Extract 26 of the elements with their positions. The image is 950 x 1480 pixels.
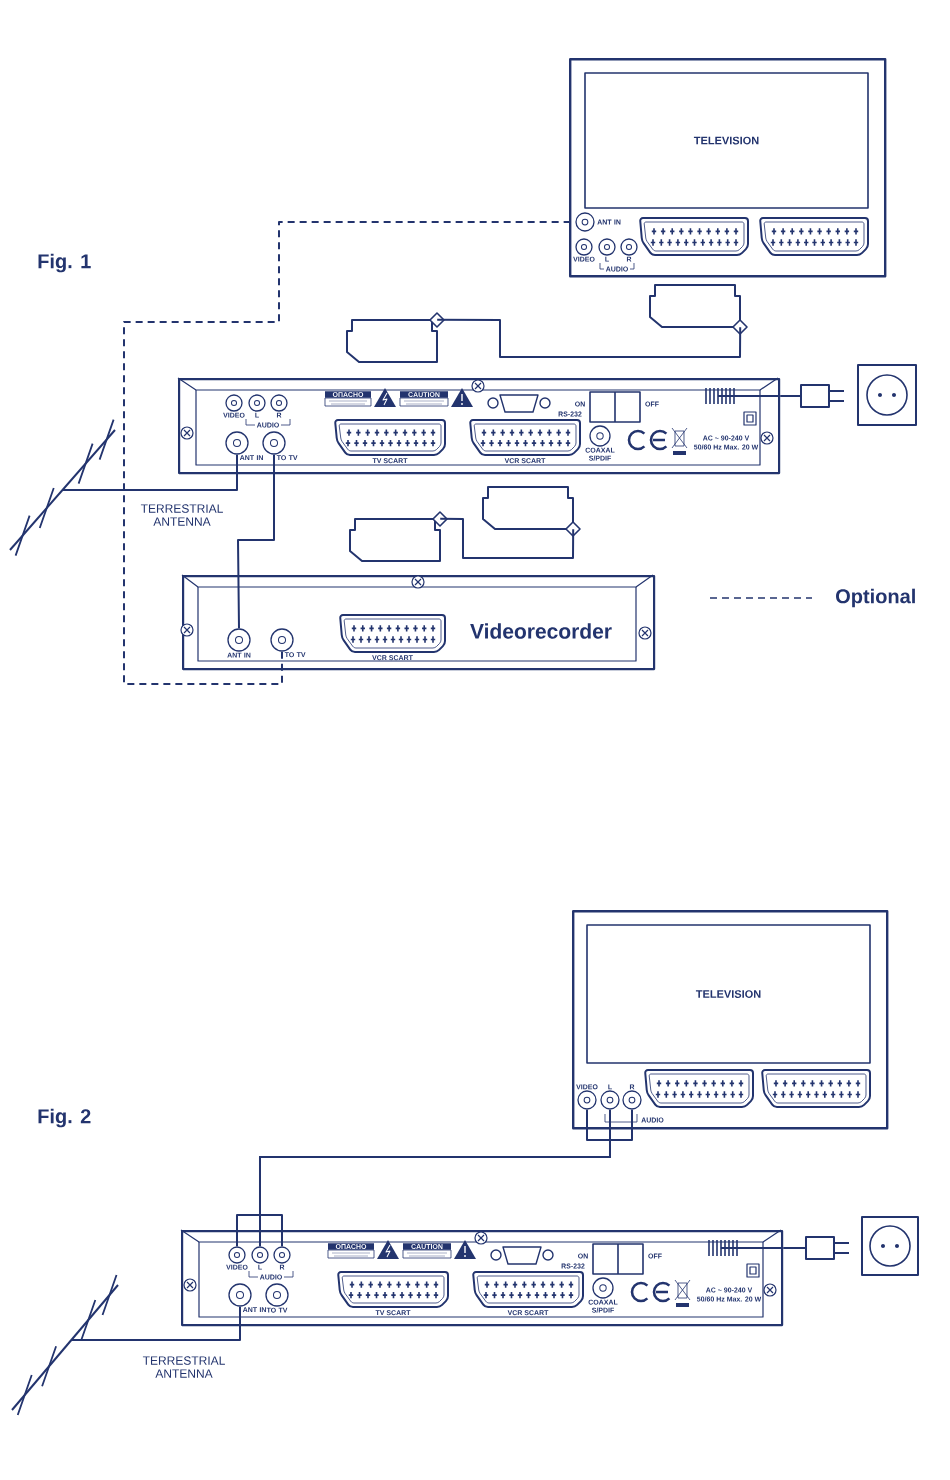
antenna xyxy=(11,1274,119,1416)
antenna xyxy=(9,418,116,557)
scart-plug xyxy=(482,486,581,537)
scart-socket xyxy=(759,217,869,256)
scart-socket xyxy=(761,1069,871,1108)
cable xyxy=(779,395,801,397)
mains-plug xyxy=(800,384,845,408)
scart-plug xyxy=(649,284,748,335)
legend-item: Optional xyxy=(709,588,915,608)
figure-label: Fig. 1 xyxy=(38,253,91,273)
cable xyxy=(237,453,275,630)
cable xyxy=(782,1247,806,1249)
mains-plug xyxy=(805,1236,850,1260)
antenna-label: TERRESTRIAL ANTENNA xyxy=(142,1356,225,1378)
cable xyxy=(61,453,238,491)
antenna-label: TERRESTRIAL ANTENNA xyxy=(140,504,223,526)
receiver-rear-panel xyxy=(177,377,781,475)
scart-plug xyxy=(349,511,448,562)
scart-socket xyxy=(639,217,749,256)
scart-plug xyxy=(346,312,445,363)
cable xyxy=(436,318,742,358)
cable xyxy=(439,517,575,559)
scart-socket xyxy=(644,1069,754,1108)
receiver-rear-panel xyxy=(180,1229,784,1327)
figure-label: Fig. 2 xyxy=(38,1108,91,1128)
cable xyxy=(70,1305,241,1341)
